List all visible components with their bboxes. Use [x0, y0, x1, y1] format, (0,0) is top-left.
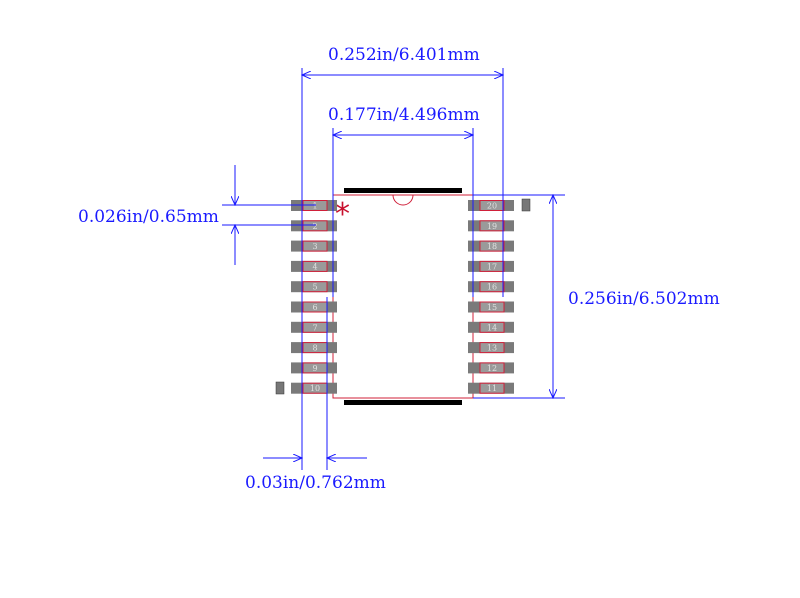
pin-number: 3: [312, 242, 317, 251]
pin-number: 16: [487, 283, 497, 292]
pin-number: 14: [487, 323, 497, 332]
pin-5: 5: [291, 281, 337, 293]
lead: [479, 260, 505, 272]
pin-18: 18: [468, 240, 514, 252]
pin-3: 3: [291, 240, 337, 252]
lead: [302, 281, 328, 293]
lead: [479, 342, 505, 354]
pin-number: 1: [312, 202, 317, 211]
pin-15: 15: [468, 301, 514, 313]
pin-19: 19: [468, 220, 514, 232]
silkscreen-top: [344, 188, 462, 193]
pin-number: 17: [487, 262, 497, 271]
lead: [479, 301, 505, 313]
lead: [479, 281, 505, 293]
pin-number: 11: [487, 384, 497, 393]
pin-number: 12: [487, 364, 497, 373]
lead: [479, 220, 505, 232]
lead: [302, 260, 328, 272]
lead: [479, 362, 505, 374]
fiducial-right: [521, 198, 531, 212]
pin-14: 14: [468, 321, 514, 333]
lead: [479, 321, 505, 333]
pin-13: 13: [468, 342, 514, 354]
pin-16: 16: [468, 281, 514, 293]
lead: [302, 240, 328, 252]
pin-10: 10: [291, 382, 337, 394]
pin-number: 2: [312, 222, 317, 231]
lead: [479, 200, 505, 211]
overall-width-label: 0.252in/6.401mm: [328, 45, 480, 65]
pin-number: 6: [312, 303, 317, 312]
lead: [479, 240, 505, 252]
lead: [479, 382, 505, 394]
silkscreen-bottom: [344, 400, 462, 405]
pin-4: 4: [291, 260, 337, 272]
pad-length-label: 0.03in/0.762mm: [245, 473, 386, 493]
body-outline: [332, 194, 474, 399]
fiducial-left: [275, 381, 285, 395]
pin-number: 20: [487, 202, 497, 211]
pin-number: 7: [312, 323, 317, 332]
pin-number: 8: [312, 344, 317, 353]
body-length-label: 0.256in/6.502mm: [568, 289, 720, 309]
pin-number: 19: [487, 222, 497, 231]
pin-2: 2: [291, 220, 337, 232]
pin-number: 13: [487, 344, 497, 353]
pin1-marker-icon: *: [335, 197, 350, 232]
pin-6: 6: [291, 301, 337, 313]
pin-number: 18: [487, 242, 497, 251]
dimension-lines: [222, 68, 565, 470]
lead: [302, 220, 328, 232]
pin-12: 12: [468, 362, 514, 374]
pin-7: 7: [291, 321, 337, 333]
pin1-notch: [392, 194, 414, 206]
body-width-label: 0.177in/4.496mm: [328, 105, 480, 125]
pin-number: 10: [310, 384, 320, 393]
pin-11: 11: [468, 382, 514, 394]
pin-17: 17: [468, 260, 514, 272]
pitch-label: 0.026in/0.65mm: [78, 207, 219, 227]
pin-20: 20: [468, 200, 514, 211]
pin-9: 9: [291, 362, 337, 374]
pin-number: 5: [312, 283, 317, 292]
pin-number: 9: [312, 364, 317, 373]
pin-number: 4: [312, 262, 317, 271]
pin-number: 15: [487, 303, 497, 312]
pin-8: 8: [291, 342, 337, 354]
